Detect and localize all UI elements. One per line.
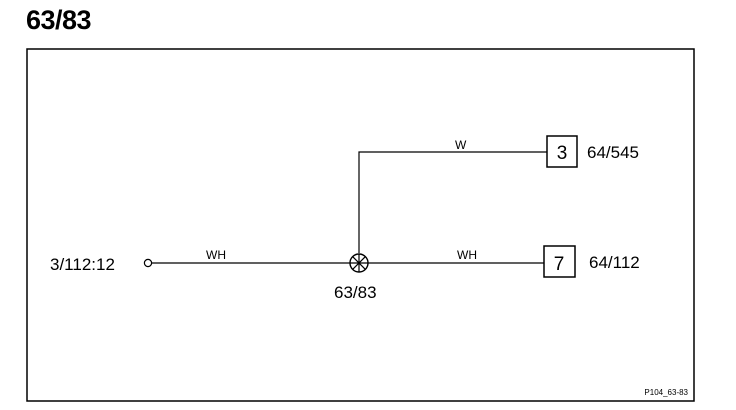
reference-code: P104_63-83 <box>644 388 688 397</box>
diagram-frame <box>26 48 695 402</box>
splice-label: 63/83 <box>334 283 377 302</box>
upper-component-box[interactable] <box>546 135 578 168</box>
lower-component-box[interactable] <box>543 245 576 278</box>
left-wire-color-code: WH <box>206 248 226 262</box>
left-connector-label: 3/112:12 <box>50 255 115 274</box>
left-connector-terminal-icon[interactable] <box>143 258 153 268</box>
upper-wire[interactable] <box>358 151 547 253</box>
splice-icon[interactable] <box>349 253 369 273</box>
upper-wire-color-code: W <box>455 138 467 152</box>
page-title: 63/83 <box>26 5 92 35</box>
upper-component-label: 64/545 <box>587 143 639 162</box>
lower-wire-color-code: WH <box>457 248 477 262</box>
upper-component-pin: 3 <box>557 143 568 164</box>
lower-component-label: 64/112 <box>589 253 640 272</box>
lower-component-pin: 7 <box>554 254 565 275</box>
